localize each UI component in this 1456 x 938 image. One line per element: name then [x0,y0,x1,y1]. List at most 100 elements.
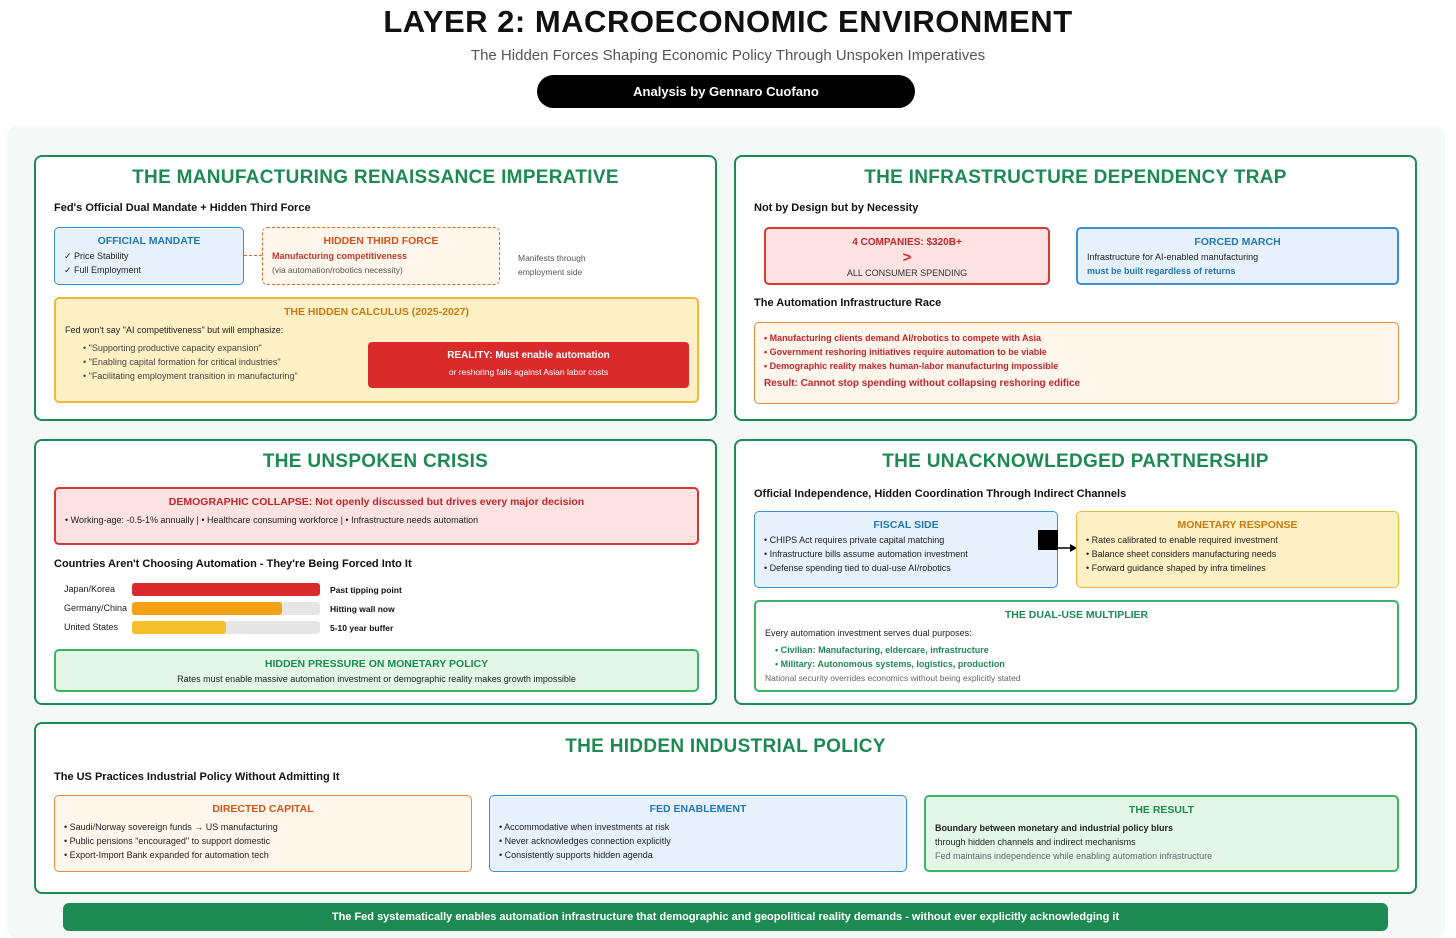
connector-square-icon [1038,530,1058,550]
hidden-calculus-intro: Fed won't say "AI competitiveness" but w… [65,325,284,335]
infrastructure-subtitle: Not by Design but by Necessity [754,202,919,214]
manifests-line: Manifests through [518,253,586,263]
hidden-force-note: (via automation/robotics necessity) [272,265,403,275]
crisis-title: THE UNSPOKEN CRISIS [262,451,489,472]
companies-heading: 4 COMPANIES: $320B+ [852,237,962,248]
collapse-heading: DEMOGRAPHIC COLLAPSE: Not openly discuss… [168,496,585,508]
fed-enablement-box: FED ENABLEMENT • Accommodative when inve… [489,795,907,872]
monetary-item: • Balance sheet considers manufacturing … [1086,549,1277,559]
dual-use-intro: Every automation investment serves dual … [765,628,972,638]
forced-march-box: FORCED MARCH Infrastructure for AI-enabl… [1076,227,1399,285]
calculus-item: • "Enabling capital formation for critic… [83,357,281,367]
bar-category-label: Germany/China [64,603,128,613]
result-box: THE RESULT Boundary between monetary and… [924,795,1399,872]
countries-title: Countries Aren't Choosing Automation - T… [54,558,412,570]
directed-item: • Public pensions "encouraged" to suppor… [64,836,271,846]
forced-march-heading: FORCED MARCH [1194,236,1281,248]
reality-title: REALITY: Must enable automation [447,350,610,361]
calculus-item: • "Supporting productive capacity expans… [83,343,262,353]
enablement-item: • Never acknowledges connection explicit… [499,836,671,846]
hidden-force-heading: HIDDEN THIRD FORCE [323,235,439,247]
four-companies-box: 4 COMPANIES: $320B+ > ALL CONSUMER SPEND… [764,227,1050,285]
bar-track [132,621,320,634]
pressure-heading: HIDDEN PRESSURE ON MONETARY POLICY [264,658,489,670]
race-item: • Government reshoring initiatives requi… [764,347,1047,357]
hidden-force-line: Manufacturing competitiveness [272,251,408,261]
industrial-panel: THE HIDDEN INDUSTRIAL POLICY The US Prac… [34,722,1417,894]
race-item: • Manufacturing clients demand AI/roboti… [764,333,1042,343]
enablement-item: • Accommodative when investments at risk [499,822,670,832]
fiscal-heading: FISCAL SIDE [873,519,939,531]
pressure-text: Rates must enable massive automation inv… [177,674,576,684]
demographic-collapse-box: DEMOGRAPHIC COLLAPSE: Not openly discuss… [54,487,699,545]
dual-use-box: THE DUAL-USE MULTIPLIER Every automation… [754,600,1399,692]
directed-item: • Export-Import Bank expanded for automa… [64,850,269,860]
fiscal-item: • Infrastructure bills assume automation… [764,549,968,559]
race-title: The Automation Infrastructure Race [754,297,942,309]
official-mandate-item: ✓ Full Employment [64,265,142,275]
manufacturing-subtitle: Fed's Official Dual Mandate + Hidden Thi… [54,202,311,214]
companies-text: ALL CONSUMER SPENDING [846,268,968,278]
page-subtitle: The Hidden Forces Shaping Economic Polic… [470,47,986,64]
author-badge: Analysis by Gennaro Cuofano [537,75,915,108]
official-mandate-box: OFFICIAL MANDATE ✓ Price Stability ✓ Ful… [54,227,244,285]
partnership-title: THE UNACKNOWLEDGED PARTNERSHIP [882,451,1269,472]
bar-category-label: Japan/Korea [64,584,116,594]
arrow-right-icon [1058,544,1077,552]
dual-use-note: National security overrides economics wi… [765,673,1021,683]
monetary-item: • Rates calibrated to enable required in… [1086,535,1278,545]
manufacturing-title: THE MANUFACTURING RENAISSANCE IMPERATIVE [132,167,619,188]
hidden-pressure-box: HIDDEN PRESSURE ON MONETARY POLICY Rates… [54,649,699,692]
enablement-item: • Consistently supports hidden agenda [499,850,653,860]
crisis-panel: THE UNSPOKEN CRISIS DEMOGRAPHIC COLLAPSE… [34,439,717,705]
directed-capital-box: DIRECTED CAPITAL • Saudi/Norway sovereig… [54,795,472,872]
fiscal-item: • Defense spending tied to dual-use AI/r… [764,563,951,573]
race-result: Result: Cannot stop spending without col… [764,378,1081,389]
dual-use-item: • Military: Autonomous systems, logistic… [775,659,1005,669]
calculus-item: • "Facilitating employment transition in… [83,371,298,381]
manifests-note: Manifests through employment side [518,251,586,279]
directed-item: • Saudi/Norway sovereign funds → US manu… [64,822,278,832]
bar-fill [132,583,320,596]
forced-march-emphasis: must be built regardless of returns [1087,266,1236,276]
monetary-heading: MONETARY RESPONSE [1177,519,1298,531]
industrial-subtitle: The US Practices Industrial Policy Witho… [54,771,340,783]
footer-banner: The Fed systematically enables automatio… [63,903,1388,931]
result-line: through hidden channels and indirect mec… [935,837,1136,847]
dual-use-item: • Civilian: Manufacturing, eldercare, in… [775,645,989,655]
hidden-third-force-box: HIDDEN THIRD FORCE Manufacturing competi… [262,227,500,285]
greater-than-icon: > [902,249,912,266]
forced-march-line: Infrastructure for AI-enabled manufactur… [1087,252,1259,262]
hidden-calculus-box: THE HIDDEN CALCULUS (2025-2027) Fed won'… [54,297,699,403]
result-line: Boundary between monetary and industrial… [935,823,1174,833]
fiscal-item: • CHIPS Act requires private capital mat… [764,535,945,545]
bar-value-label: Hitting wall now [330,604,395,614]
infrastructure-panel: THE INFRASTRUCTURE DEPENDENCY TRAP Not b… [734,155,1417,421]
partnership-panel: THE UNACKNOWLEDGED PARTNERSHIP Official … [734,439,1417,705]
hidden-calculus-heading: THE HIDDEN CALCULUS (2025-2027) [284,306,469,318]
bar-category-label: United States [64,622,119,632]
result-heading: THE RESULT [1128,804,1195,816]
fiscal-side-box: FISCAL SIDE • CHIPS Act requires private… [754,511,1058,588]
collapse-text: • Working-age: -0.5-1% annually | • Heal… [65,515,479,525]
enablement-heading: FED ENABLEMENT [649,803,747,815]
partnership-subtitle: Official Independence, Hidden Coordinati… [754,488,1127,500]
bar-fill [132,621,226,634]
bar-value-label: 5-10 year buffer [330,623,394,633]
directed-heading: DIRECTED CAPITAL [212,803,314,815]
industrial-title: THE HIDDEN INDUSTRIAL POLICY [565,736,886,757]
page-title: LAYER 2: MACROECONOMIC ENVIRONMENT [383,4,1073,39]
manifests-line: employment side [518,267,583,277]
result-note: Fed maintains independence while enablin… [935,851,1213,861]
dual-use-heading: THE DUAL-USE MULTIPLIER [1004,609,1149,621]
reality-text: or reshoring fails against Asian labor c… [448,367,609,377]
official-mandate-heading: OFFICIAL MANDATE [97,235,201,247]
infrastructure-title: THE INFRASTRUCTURE DEPENDENCY TRAP [864,167,1287,188]
manufacturing-panel: THE MANUFACTURING RENAISSANCE IMPERATIVE… [34,155,717,421]
race-item: • Demographic reality makes human-labor … [764,361,1059,371]
official-mandate-item: ✓ Price Stability [64,251,129,261]
bar-track [132,583,320,596]
bar-track [132,602,320,615]
monetary-response-box: MONETARY RESPONSE • Rates calibrated to … [1076,511,1399,588]
